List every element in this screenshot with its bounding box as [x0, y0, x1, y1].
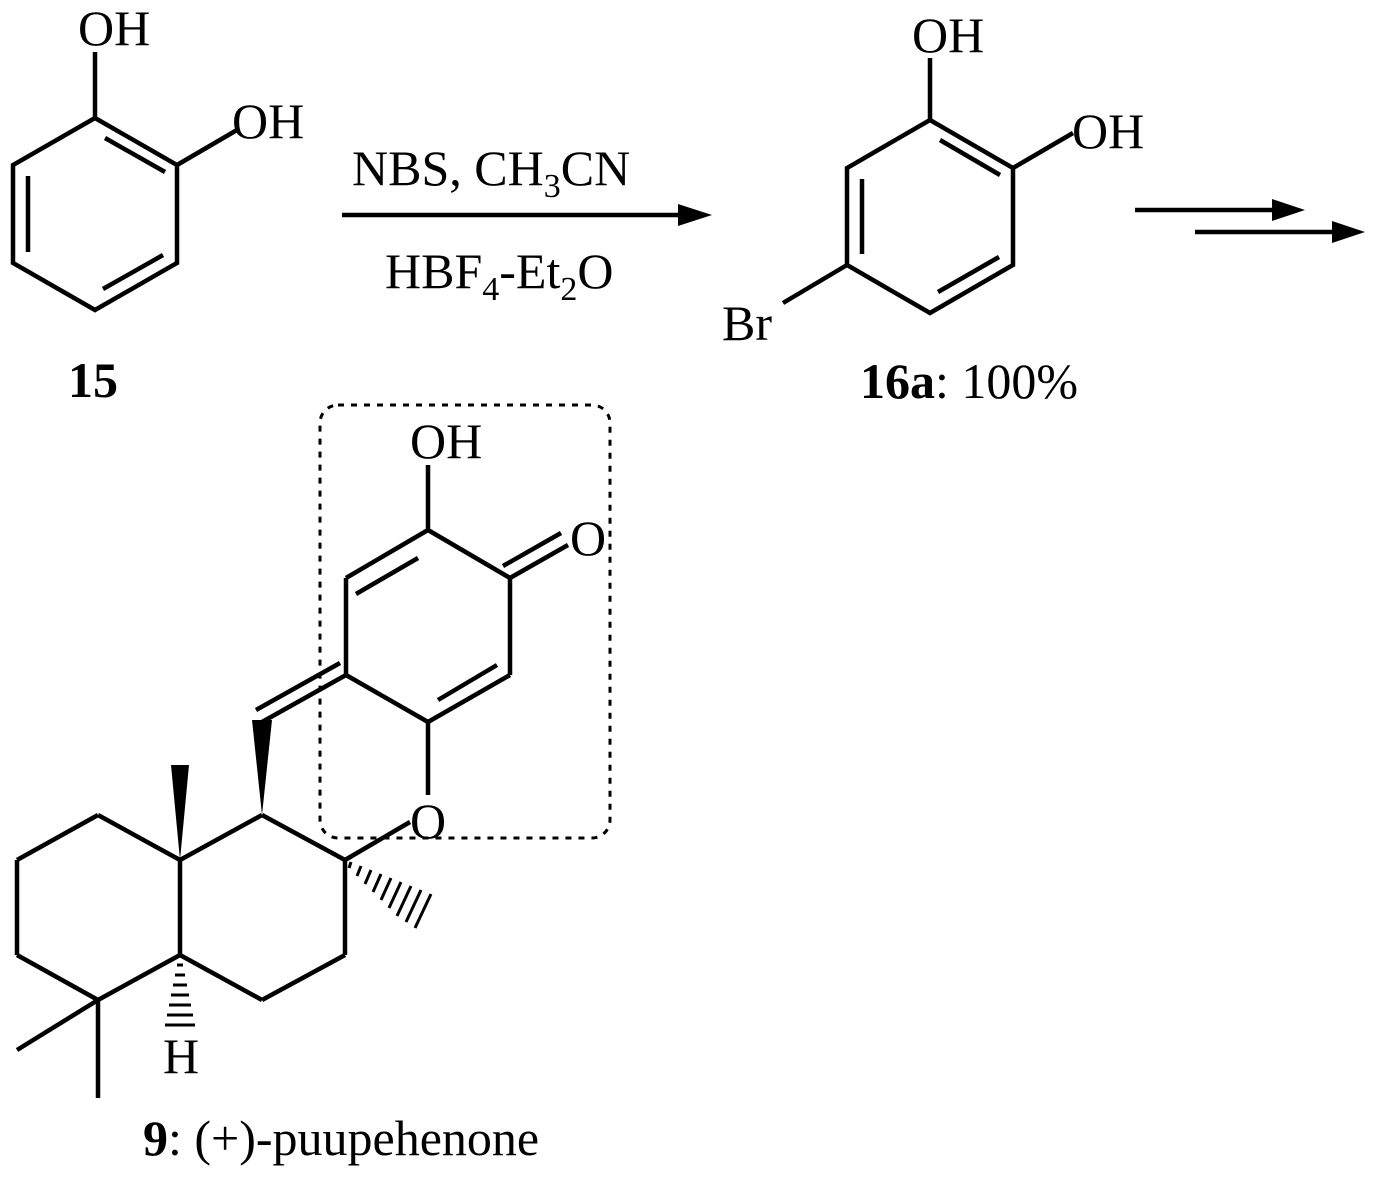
o-label: O	[410, 793, 446, 849]
o-label: O	[570, 510, 606, 566]
compound-16a-structure: OH OH Br	[722, 7, 1144, 351]
compound-15-structure: OH OH	[10, 0, 304, 313]
h-label: H	[163, 1028, 199, 1084]
oh-label: OH	[410, 413, 482, 469]
hashed-h-bond	[165, 963, 195, 1027]
compound-9-structure: OH O O	[14, 403, 612, 1098]
reaction-arrow	[342, 204, 712, 226]
compound-9-label: 9: (+)-puupehenone	[143, 1110, 539, 1166]
hashed-methyl-bond	[347, 861, 433, 929]
br-label: Br	[722, 295, 772, 351]
multistep-arrow	[1135, 199, 1365, 243]
oh-label: OH	[1072, 103, 1144, 159]
oh-label: OH	[912, 7, 984, 63]
highlight-box	[318, 403, 612, 840]
compound-16a-label: 16a: 100%	[860, 353, 1078, 409]
oh-label: OH	[78, 0, 150, 56]
reagent-top: NBS, CH3CN	[352, 140, 630, 205]
compound-15-label: 15	[68, 352, 118, 408]
oh-label: OH	[232, 93, 304, 149]
reagent-bottom: HBF4-Et2O	[385, 243, 613, 308]
